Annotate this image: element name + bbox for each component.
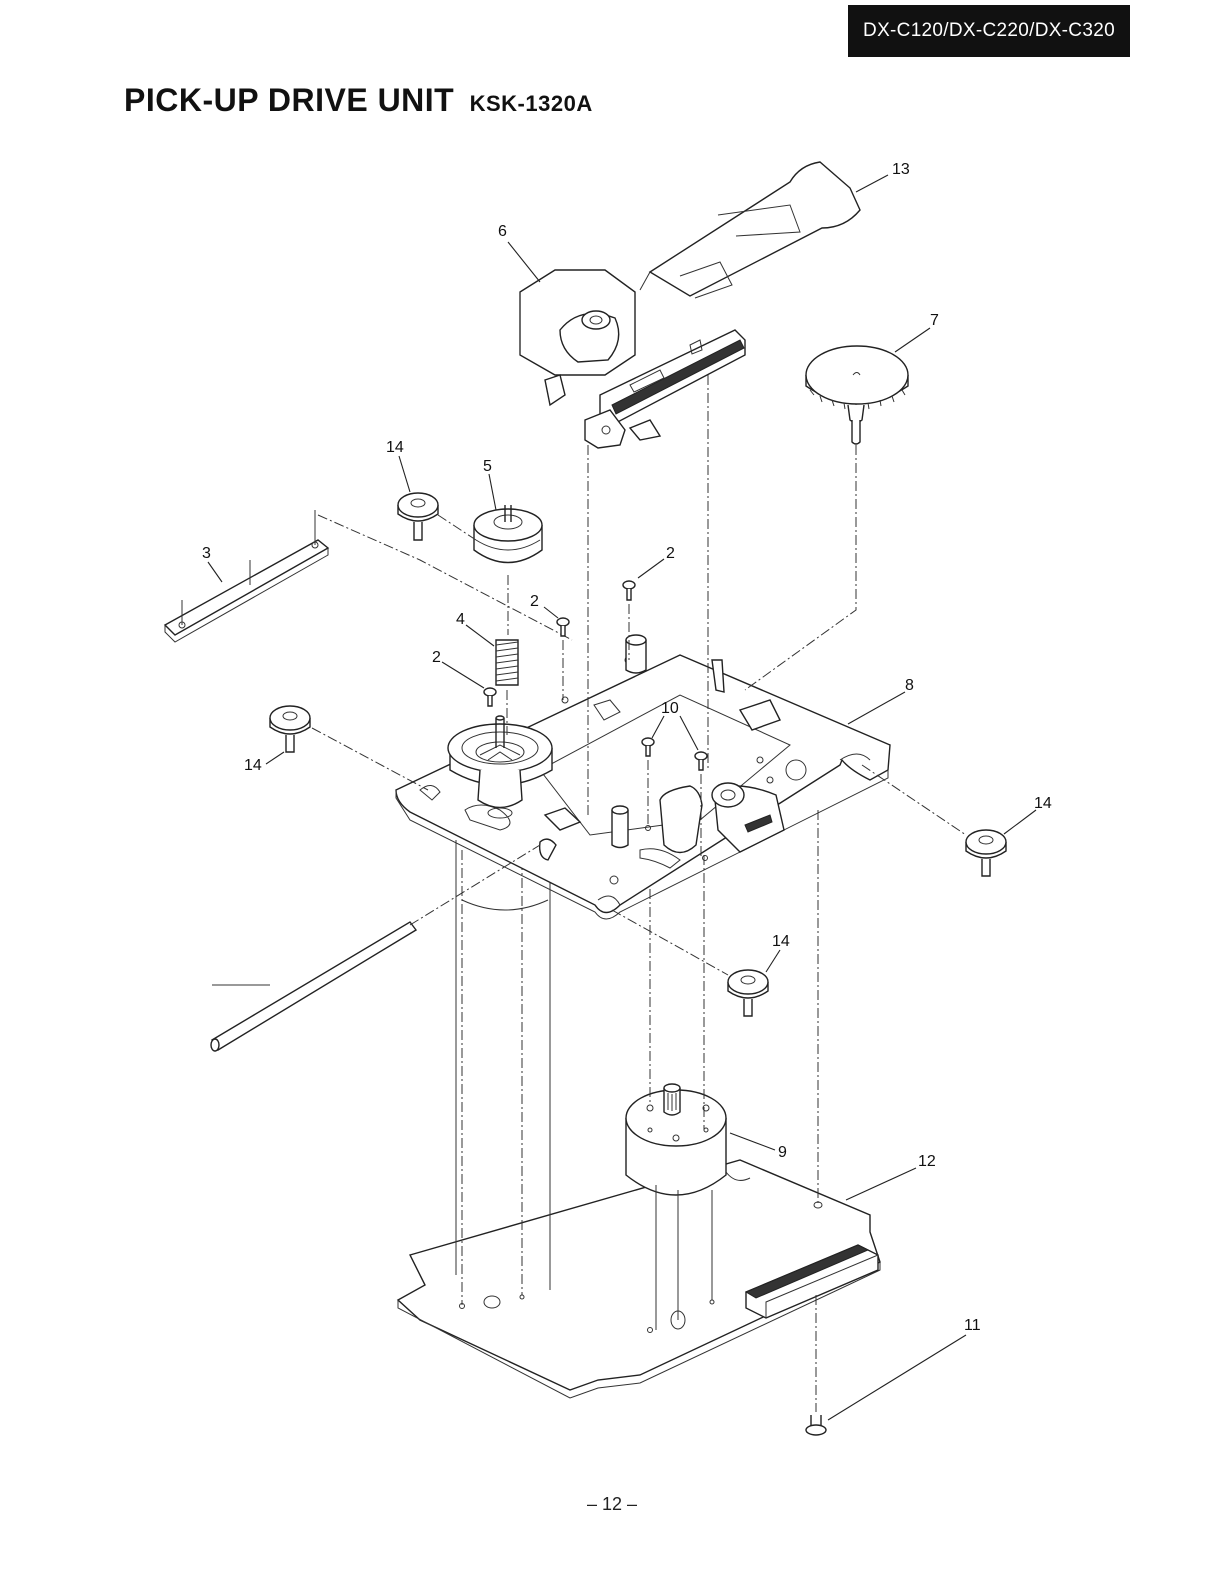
label-2b: 2 <box>530 593 539 610</box>
label-14d: 14 <box>772 933 790 950</box>
gear-7 <box>745 346 908 690</box>
rubber-foot-14a <box>398 493 476 540</box>
label-4: 4 <box>456 611 465 628</box>
bushing-5 <box>474 505 542 635</box>
page-number: – 12 – <box>0 1494 1224 1515</box>
label-8: 8 <box>905 677 914 694</box>
label-14a: 14 <box>386 439 404 456</box>
spring-4 <box>496 640 518 735</box>
label-7: 7 <box>930 312 939 329</box>
rubber-foot-14b <box>270 706 428 790</box>
rubber-foot-14c <box>862 765 1006 876</box>
guide-shaft <box>211 845 540 1051</box>
screw-2c <box>484 688 496 706</box>
label-12: 12 <box>918 1153 936 1170</box>
label-5: 5 <box>483 458 492 475</box>
label-13: 13 <box>892 161 910 178</box>
label-11: 11 <box>964 1317 981 1334</box>
label-3: 3 <box>202 545 211 562</box>
label-10: 10 <box>661 700 679 717</box>
label-6: 6 <box>498 223 507 240</box>
label-9: 9 <box>778 1144 787 1161</box>
label-14c: 14 <box>1034 795 1052 812</box>
label-14b: 14 <box>244 757 262 774</box>
flex-cable-13 <box>640 162 860 298</box>
screw-11 <box>806 1415 826 1435</box>
rubber-foot-14d <box>612 910 768 1016</box>
screw-2b <box>557 618 569 700</box>
optical-pickup-6 <box>520 270 745 448</box>
label-2a: 2 <box>666 545 675 562</box>
label-2c: 2 <box>432 649 441 666</box>
